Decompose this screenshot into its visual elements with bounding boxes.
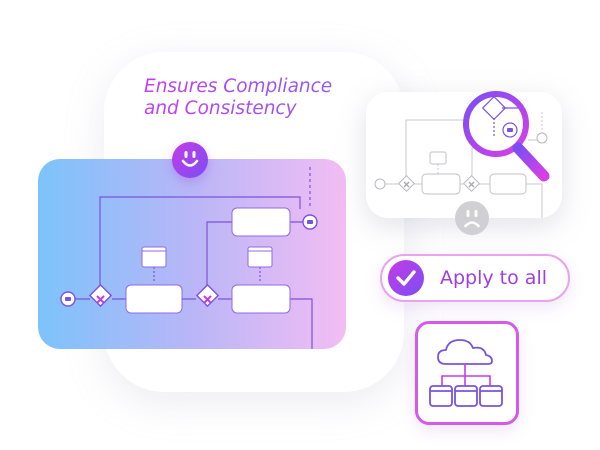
- process-flow-card: [38, 159, 346, 349]
- connector-branch: [441, 375, 491, 386]
- headline-line-2: and Consistency: [144, 98, 297, 119]
- muted-flow-diagram: [374, 112, 548, 218]
- exclusive-gateway-2: [195, 283, 220, 308]
- magnifying-glass-icon: [450, 84, 560, 198]
- datastore-2: [247, 246, 273, 268]
- smiley-face-icon: [172, 142, 208, 178]
- headline: Ensures Compliance and Consistency: [144, 76, 332, 120]
- task-box-2: [231, 284, 291, 314]
- cloud-network-card: [415, 321, 519, 425]
- database-2: [454, 385, 478, 407]
- cloud-network-icon: [429, 339, 503, 407]
- apply-to-all-label: Apply to all: [440, 267, 547, 289]
- flow-line-branch-up: [206, 221, 232, 288]
- database-3: [479, 385, 503, 407]
- task-box-3: [231, 207, 291, 237]
- headline-line-1: Ensures Compliance: [144, 76, 333, 97]
- datastore-1: [141, 246, 167, 268]
- flow-line-top-loop: [99, 196, 301, 285]
- cloud-shape: [437, 339, 493, 365]
- end-event: [302, 214, 318, 230]
- task-box-1: [125, 284, 183, 314]
- checkmark-icon: [388, 260, 424, 296]
- process-flow-diagram: [60, 167, 318, 349]
- sad-face-icon: [455, 201, 489, 235]
- flow-line-bottom-route: [290, 298, 313, 349]
- database-1: [429, 385, 453, 407]
- exclusive-gateway-1: [88, 283, 113, 308]
- start-event: [60, 291, 76, 307]
